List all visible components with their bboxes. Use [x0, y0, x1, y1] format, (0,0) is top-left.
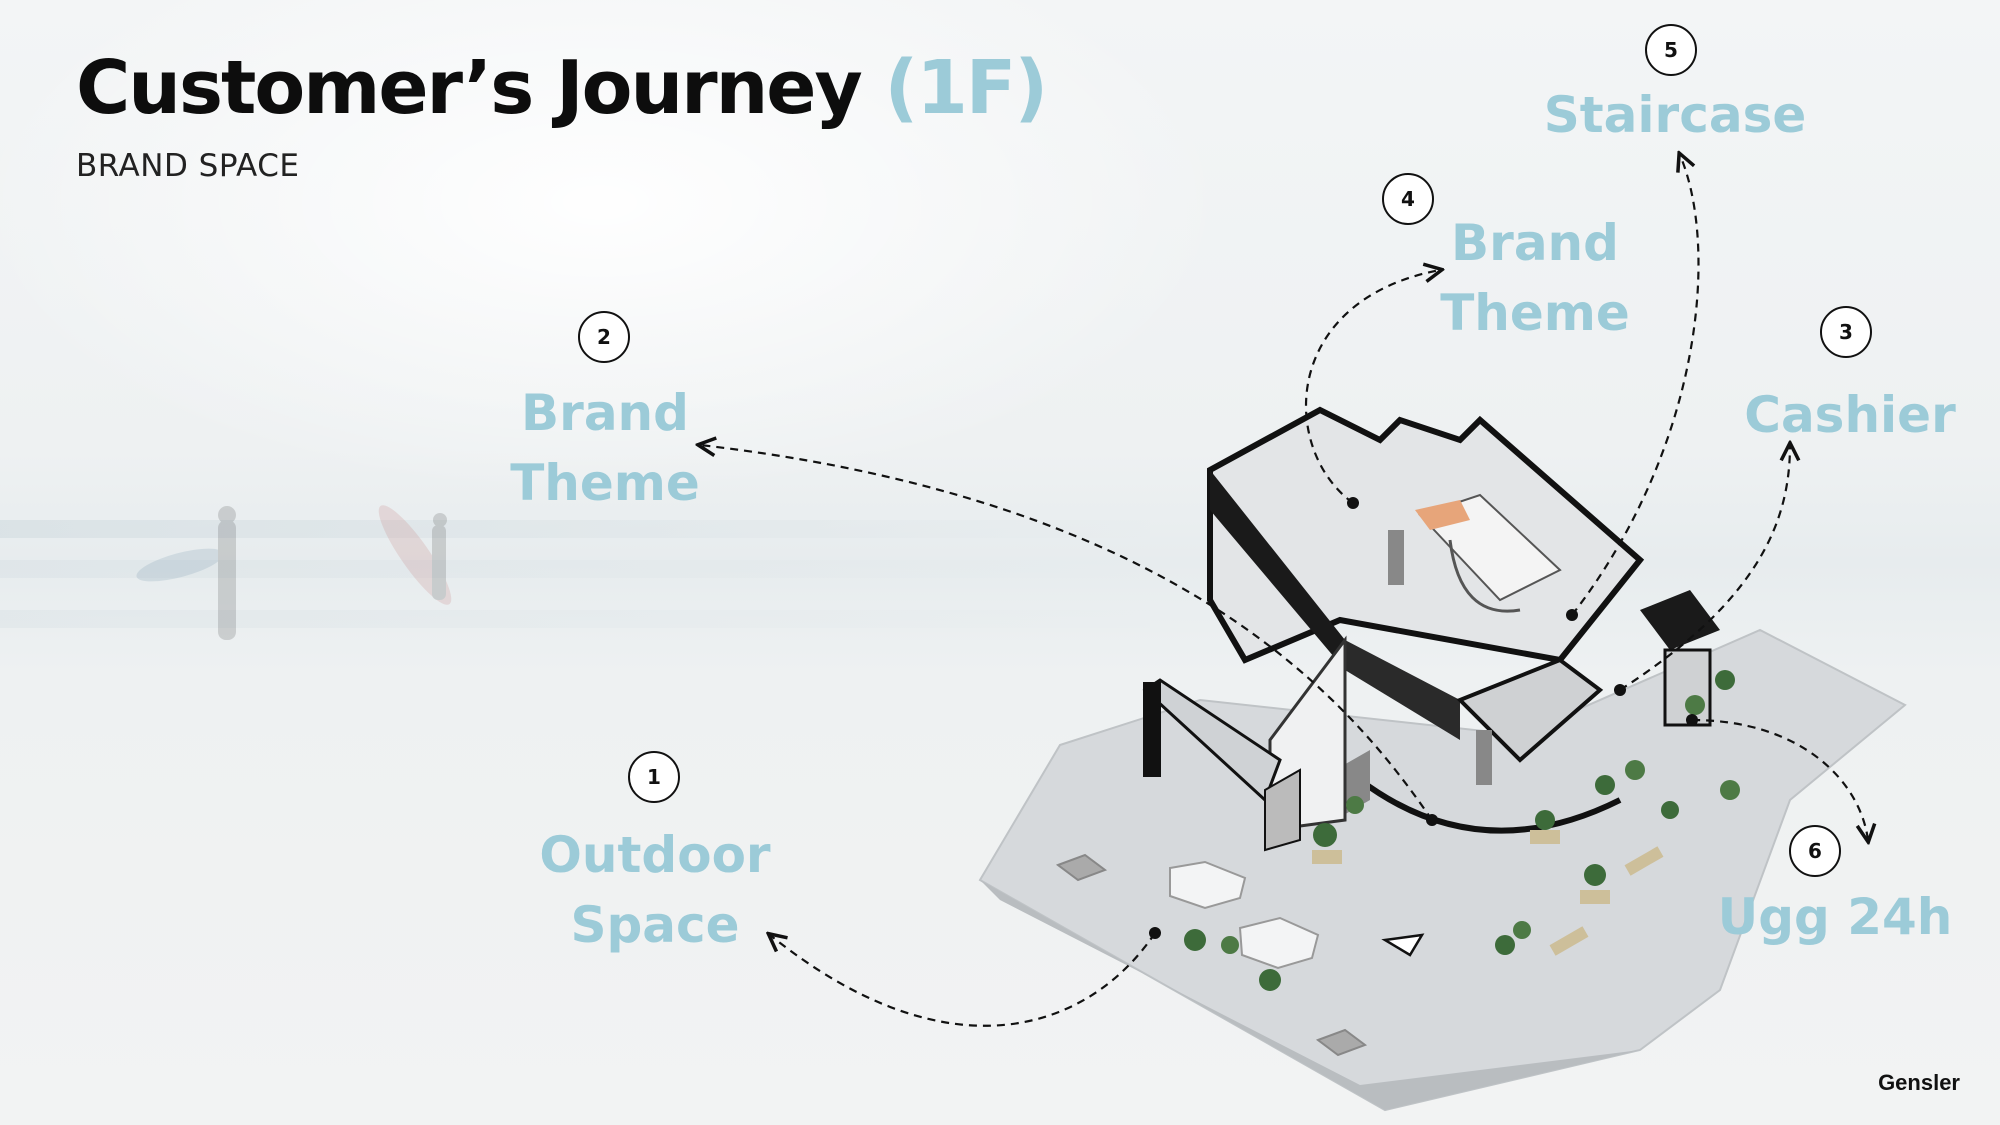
page-subtitle: BRAND SPACE — [76, 148, 300, 184]
stop-label-line: Outdoor — [539, 826, 771, 884]
stop-badge-4: 4 — [1382, 173, 1434, 225]
entrance-arrow-icon — [1381, 933, 1425, 957]
journey-paths — [700, 155, 1868, 1027]
stop-badge-2: 2 — [578, 311, 630, 363]
path-ugg-24h — [1691, 718, 1868, 840]
stop-label-line: Brand — [1451, 214, 1619, 272]
path-staircase — [1571, 155, 1700, 616]
stop-badge-3: 3 — [1820, 306, 1872, 358]
stop-badge-1: 1 — [628, 751, 680, 803]
stop-badge-6: 6 — [1789, 825, 1841, 877]
drains — [1055, 853, 1368, 1057]
stop-label-line: Theme — [510, 454, 700, 512]
stop-label-ugg-24h: Ugg 24h — [1700, 882, 1970, 952]
stop-label-brand-theme-4: Brand Theme — [1385, 208, 1685, 348]
stop-label-line: Staircase — [1543, 86, 1807, 144]
umbrellas — [1169, 860, 1320, 970]
stop-label-outdoor-space: Outdoor Space — [505, 820, 805, 960]
stop-label-line: Cashier — [1744, 386, 1956, 444]
title-text: Customer’s Journey — [76, 45, 863, 131]
stop-label-cashier: Cashier — [1720, 380, 1980, 450]
stop-label-line: Brand — [521, 384, 689, 442]
planters — [1184, 670, 1740, 991]
path-dots — [1149, 497, 1698, 939]
stop-label-line: Ugg 24h — [1717, 888, 1953, 946]
stop-label-line: Theme — [1440, 284, 1630, 342]
stop-label-brand-theme-2: Brand Theme — [455, 378, 755, 518]
surfer-silhouettes — [136, 505, 452, 640]
building — [1142, 406, 1720, 852]
stop-label-line: Space — [570, 896, 740, 954]
gensler-logo: Gensler — [1878, 1070, 1960, 1095]
path-brand-theme-2 — [700, 445, 1433, 821]
path-cashier — [1619, 445, 1790, 691]
sea-band — [0, 610, 1150, 628]
sea-band — [0, 520, 1150, 538]
path-brand-theme-4 — [1305, 270, 1440, 504]
ground-shadow — [980, 880, 1640, 1110]
sea-band — [0, 560, 1150, 578]
stop-badge-5: 5 — [1645, 24, 1697, 76]
path-outdoor-space — [770, 933, 1156, 1027]
title-floor: (1F) — [884, 45, 1049, 131]
page-title: Customer’s Journey (1F) — [76, 45, 1049, 131]
stop-label-staircase: Staircase — [1530, 80, 1820, 150]
